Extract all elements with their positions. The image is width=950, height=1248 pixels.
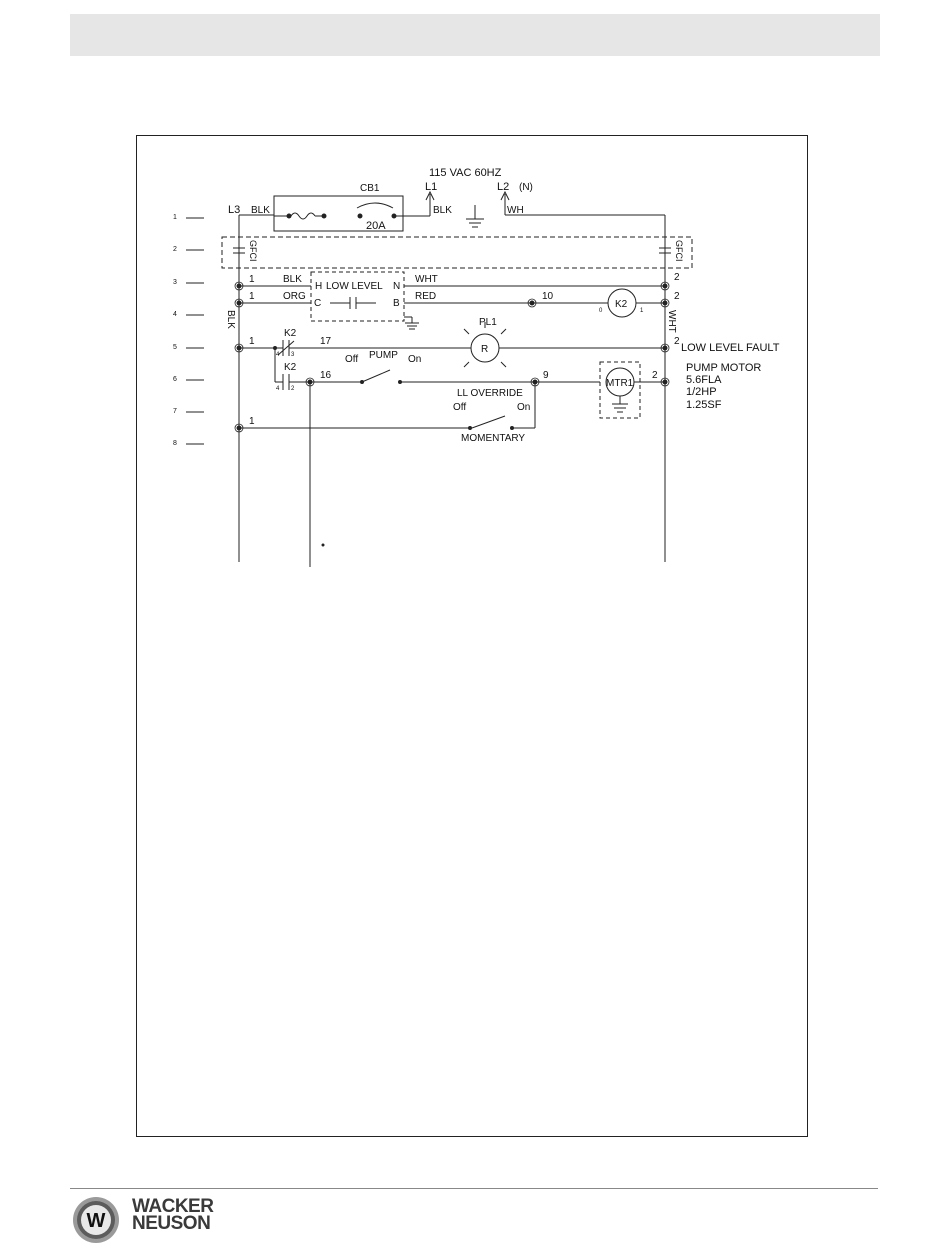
rung-number: 6 xyxy=(173,376,177,383)
gfci-box xyxy=(222,237,692,268)
neutral-label: (N) xyxy=(519,182,533,193)
rung-number: 1 xyxy=(173,214,177,221)
blk-label-r3: BLK xyxy=(283,274,302,285)
pump-off-label: Off xyxy=(345,354,358,365)
rung-number: 5 xyxy=(173,344,177,351)
gfci-right-label: GFCI xyxy=(674,240,684,262)
wire-10-label: 10 xyxy=(542,291,554,302)
l3-label: L3 xyxy=(228,204,240,216)
pump-label: PUMP xyxy=(369,350,398,361)
k2-coil-label: K2 xyxy=(615,299,628,310)
wire-9-label: 9 xyxy=(543,370,549,381)
wire-1-label: 1 xyxy=(249,416,255,427)
cb1-label: CB1 xyxy=(360,183,380,194)
override-off-label: Off xyxy=(453,402,466,413)
supply-label: 115 VAC 60HZ xyxy=(429,167,502,179)
low-level-h: H xyxy=(315,281,322,292)
rung-number: 2 xyxy=(173,246,177,253)
rung-number: 8 xyxy=(173,440,177,447)
cb1-rating: 20A xyxy=(366,220,386,232)
footer-rule xyxy=(70,1188,878,1189)
blk-label-top: BLK xyxy=(251,205,270,216)
k2-pin-1: 1 xyxy=(640,308,644,314)
terminal-dots xyxy=(237,284,668,547)
pl1-label: PL1 xyxy=(479,317,497,328)
mtr1-box xyxy=(600,362,640,418)
wh-label: WH xyxy=(507,205,524,216)
rung-number: 3 xyxy=(173,279,177,286)
k2-pin-3: 3 xyxy=(291,352,295,358)
wire-17-label: 17 xyxy=(320,336,332,347)
k2-pin-4: 4 xyxy=(276,386,280,392)
lamp-r-label: R xyxy=(481,344,488,355)
blk-label-vertical: BLK xyxy=(225,310,236,329)
blk-label-l1: BLK xyxy=(433,205,452,216)
pump-motor-label: PUMP MOTOR xyxy=(686,362,761,374)
k2-contact-label: K2 xyxy=(284,328,297,339)
wacker-neuson-logo-icon: W xyxy=(72,1196,120,1244)
wht-label-vertical: WHT xyxy=(666,310,677,333)
l1-label: L1 xyxy=(425,181,437,193)
motor-sf: 1.25SF xyxy=(686,399,722,411)
org-label: ORG xyxy=(283,291,306,302)
low-level-label: LOW LEVEL xyxy=(326,281,383,292)
k2-contact-label: K2 xyxy=(284,362,297,373)
red-label: RED xyxy=(415,291,436,302)
wire-1-label: 1 xyxy=(249,291,255,302)
low-level-fault-label: LOW LEVEL FAULT xyxy=(681,342,780,354)
l2-label: L2 xyxy=(497,181,509,193)
logo-letter: W xyxy=(87,1210,106,1232)
k2-pin-4: 4 xyxy=(276,352,280,358)
low-level-n: N xyxy=(393,281,400,292)
low-level-box xyxy=(311,272,404,321)
wire-1-label: 1 xyxy=(249,336,255,347)
k2-pin-2: 2 xyxy=(291,386,295,392)
override-on-label: On xyxy=(517,402,530,413)
k2-pin-0: 0 xyxy=(599,308,603,314)
mtr1-label: MTR1 xyxy=(606,378,634,389)
wire-1-label: 1 xyxy=(249,274,255,285)
gfci-left-label: GFCI xyxy=(248,240,258,262)
rung-ticks xyxy=(186,218,204,444)
low-level-c: C xyxy=(314,298,321,309)
wht-label-r3: WHT xyxy=(415,274,438,285)
brand-line-2: NEUSON xyxy=(132,1215,213,1232)
rung-number: 7 xyxy=(173,408,177,415)
pump-on-label: On xyxy=(408,354,421,365)
momentary-label: MOMENTARY xyxy=(461,433,525,444)
motor-fla: 5.6FLA xyxy=(686,374,722,386)
brand-wordmark: WACKER NEUSON xyxy=(132,1198,213,1232)
low-level-b: B xyxy=(393,298,400,309)
wire-16-label: 16 xyxy=(320,370,332,381)
motor-hp: 1/2HP xyxy=(686,386,717,398)
wire-2-label: 2 xyxy=(674,336,680,347)
ll-override-label: LL OVERRIDE xyxy=(457,388,523,399)
wire-2-label: 2 xyxy=(674,291,680,302)
wire-2-label: 2 xyxy=(652,370,658,381)
wire-2-label: 2 xyxy=(674,272,680,283)
rung-number: 4 xyxy=(173,311,177,318)
